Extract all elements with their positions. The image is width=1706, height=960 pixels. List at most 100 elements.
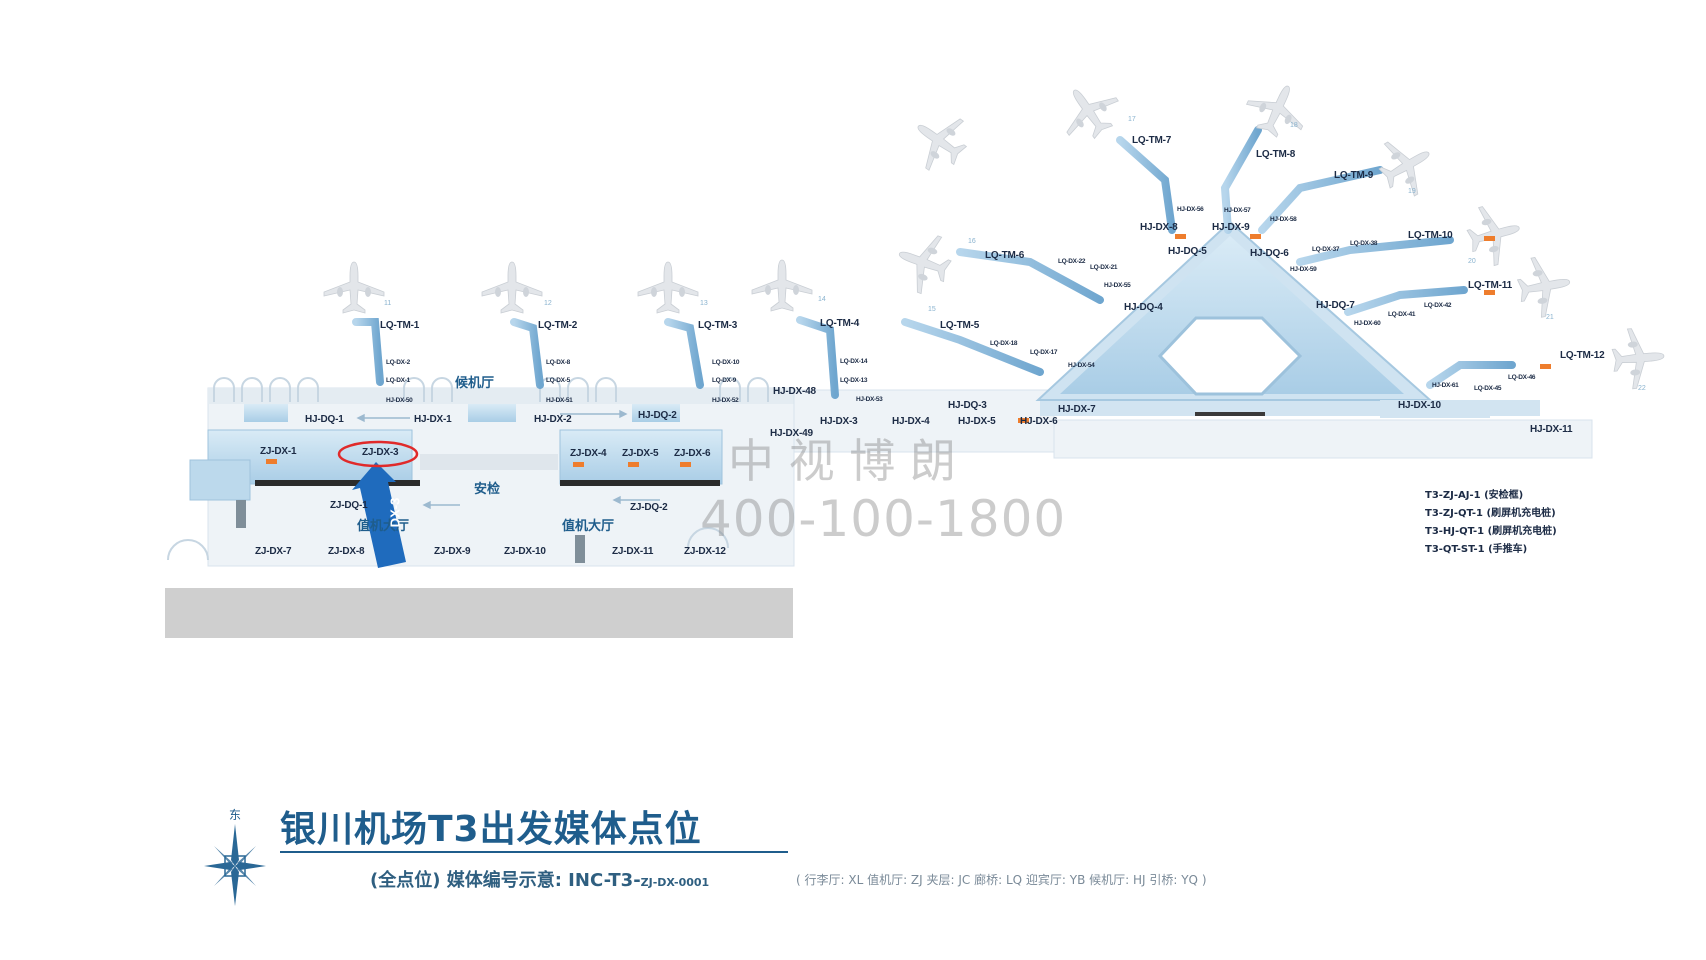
- media-marker: [680, 462, 691, 467]
- page-subtitle: (全点位) 媒体编号示意: INC-T3-ZJ-DX-0001: [370, 866, 709, 892]
- jet-bridges: [352, 126, 1516, 399]
- media-label-small: LQ-DX-22: [1058, 258, 1086, 265]
- bridge-label: LQ-TM-7: [1132, 135, 1172, 146]
- flow-arrows: [356, 409, 660, 510]
- media-label-small: HJ-DX-55: [1104, 282, 1131, 289]
- media-label-small: LQ-DX-45: [1474, 385, 1502, 392]
- dx3-pointer-arrow: [352, 462, 406, 568]
- hall-label: HJ-DX-48: [773, 386, 816, 397]
- media-marker: [1484, 236, 1495, 241]
- hall-label: HJ-DX-49: [770, 428, 813, 439]
- legend: T3-ZJ-AJ-1 (安检框) T3-ZJ-QT-1 (刷屏机充电桩) T3-…: [1425, 487, 1557, 559]
- watermark-phone: 400-100-1800: [700, 490, 1067, 548]
- checkin-label: ZJ-DX-11: [612, 546, 654, 557]
- gate-number: 16: [968, 238, 976, 245]
- media-label-small: HJ-DX-60: [1354, 320, 1381, 327]
- bridge-label: LQ-TM-10: [1408, 230, 1453, 241]
- media-label-small: HJ-DX-58: [1270, 216, 1297, 223]
- media-marker: [1175, 234, 1186, 239]
- media-label-small: HJ-DX-54: [1068, 362, 1095, 369]
- media-label-small: LQ-DX-21: [1090, 264, 1118, 271]
- hall-label: HJ-DQ-2: [638, 410, 677, 421]
- checkin-label: ZJ-DX-1: [260, 446, 297, 457]
- media-marker: [628, 462, 639, 467]
- media-label-small: LQ-DX-37: [1312, 246, 1340, 253]
- media-label-small: LQ-DX-17: [1030, 349, 1058, 356]
- connector-corridor: [793, 389, 1593, 459]
- bridge-label: LQ-TM-3: [698, 320, 738, 331]
- hall-label: HJ-DQ-1: [305, 414, 344, 425]
- gate-number: 13: [700, 300, 708, 307]
- checkin-label: ZJ-DQ-2: [630, 502, 668, 513]
- hall-label: HJ-DX-11: [1530, 424, 1573, 435]
- media-label-small: LQ-DX-18: [990, 340, 1018, 347]
- gate-number: 15: [928, 306, 936, 313]
- checkin-label: ZJ-DX-12: [684, 546, 726, 557]
- media-marker: [573, 462, 584, 467]
- terminal-main: [167, 377, 795, 567]
- legend-item: T3-QT-ST-1 (手推车): [1425, 544, 1528, 555]
- zone-security: 安检: [474, 482, 501, 497]
- media-label-small: LQ-DX-1: [386, 377, 410, 384]
- gate-number: 18: [1290, 122, 1298, 129]
- media-label-small: HJ-DX-57: [1224, 207, 1251, 214]
- media-marker: [1484, 290, 1495, 295]
- media-label-small: HJ-DX-51: [546, 397, 573, 404]
- bridge-label: LQ-TM-12: [1560, 350, 1605, 361]
- apron-base: [165, 588, 793, 638]
- legend-item: T3-ZJ-QT-1 (刷屏机充电桩): [1425, 508, 1556, 519]
- checkin-label: ZJ-DX-5: [622, 448, 659, 459]
- checkin-label: ZJ-DX-8: [328, 546, 365, 557]
- zone-checkin-hall-left: 值机大厅: [357, 519, 410, 534]
- media-label-small: LQ-DX-9: [712, 377, 736, 384]
- media-label-small: LQ-DX-8: [546, 359, 570, 366]
- media-label-small: LQ-DX-14: [840, 358, 868, 365]
- checkin-label: ZJ-DQ-1: [330, 500, 368, 511]
- media-label-small: LQ-DX-13: [840, 377, 868, 384]
- dx3-highlight-circle: [337, 440, 419, 468]
- dx3-arrow-label: DX-3: [387, 497, 403, 528]
- gate-number: 14: [818, 296, 826, 303]
- bridge-label: LQ-TM-5: [940, 320, 980, 331]
- checkin-label: ZJ-DX-6: [674, 448, 711, 459]
- hall-label: HJ-DQ-7: [1316, 300, 1355, 311]
- checkin-label: ZJ-DX-4: [570, 448, 607, 459]
- media-label-small: HJ-DX-50: [386, 397, 413, 404]
- hall-label: HJ-DX-5: [958, 416, 996, 427]
- legend-item: T3-ZJ-AJ-1 (安检框): [1425, 490, 1524, 501]
- zone-waiting-hall: 候机厅: [455, 376, 495, 391]
- media-label-small: LQ-DX-10: [712, 359, 740, 366]
- satellite-concourse: [1035, 220, 1490, 418]
- gate-number: 21: [1546, 314, 1554, 321]
- hall-label: HJ-DQ-3: [948, 400, 987, 411]
- subtitle-code: ZJ-DX-0001: [640, 876, 710, 889]
- zone-checkin-hall-right: 值机大厅: [562, 519, 615, 534]
- hall-label: HJ-DQ-6: [1250, 248, 1289, 259]
- checkin-label: ZJ-DX-3: [362, 447, 399, 458]
- media-label-small: HJ-DX-59: [1290, 266, 1317, 273]
- page-title: 银川机场T3出发媒体点位: [280, 809, 702, 850]
- hall-label: HJ-DQ-5: [1168, 246, 1207, 257]
- media-marker: [266, 459, 277, 464]
- checkin-label: ZJ-DX-7: [255, 546, 292, 557]
- media-label-small: LQ-DX-42: [1424, 302, 1452, 309]
- media-marker: [1250, 234, 1261, 239]
- hall-label: HJ-DX-10: [1398, 400, 1441, 411]
- media-label-small: HJ-DX-52: [712, 397, 739, 404]
- bridge-label: LQ-TM-6: [985, 250, 1025, 261]
- bridge-label: LQ-TM-9: [1334, 170, 1374, 181]
- hall-label: HJ-DX-9: [1212, 222, 1250, 233]
- bridge-label: LQ-TM-1: [380, 320, 420, 331]
- media-label-small: HJ-DX-53: [856, 396, 883, 403]
- gate-number: 11: [384, 300, 392, 307]
- hall-label: HJ-DX-6: [1020, 416, 1058, 427]
- hall-label: HJ-DX-7: [1058, 404, 1096, 415]
- gate-number: 22: [1638, 385, 1646, 392]
- media-marker: [1540, 364, 1551, 369]
- hall-label: HJ-DX-3: [820, 416, 858, 427]
- gate-number: 19: [1408, 188, 1416, 195]
- media-label-small: LQ-DX-2: [386, 359, 410, 366]
- gate-number: 12: [544, 300, 552, 307]
- gate-number: 20: [1468, 258, 1476, 265]
- media-label-small: HJ-DX-56: [1177, 206, 1204, 213]
